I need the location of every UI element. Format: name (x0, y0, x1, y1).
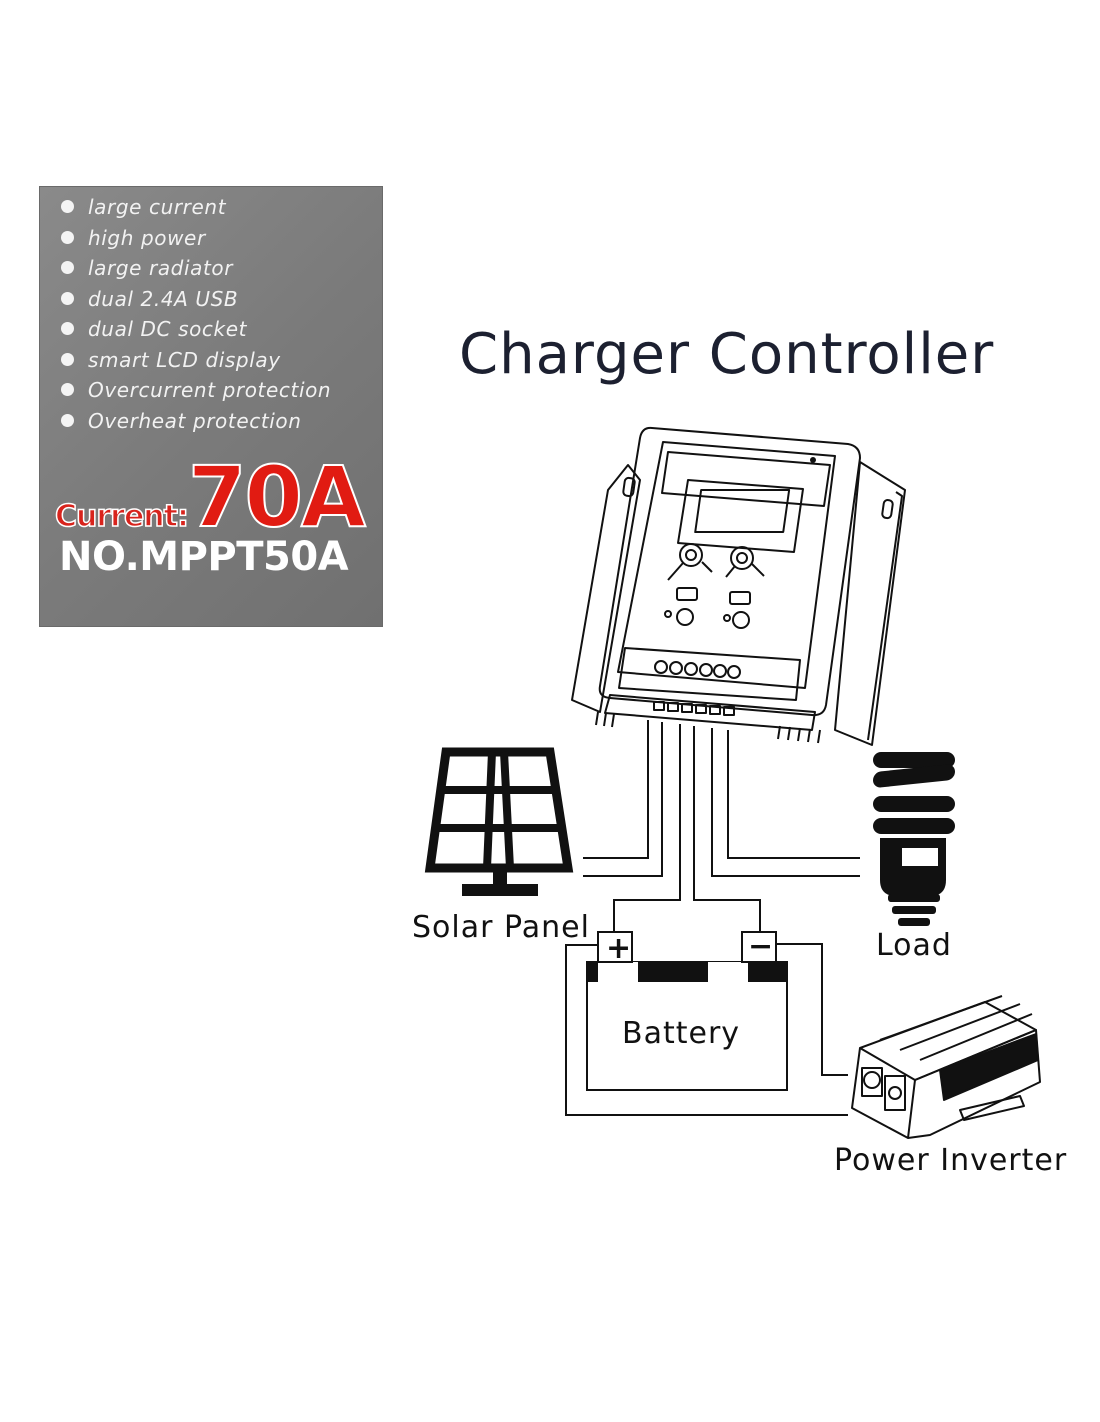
current-label: Current: (54, 498, 190, 535)
charger-controller-icon (571, 426, 906, 746)
feature-list: large current high power large radiator … (61, 192, 331, 436)
power-inverter-icon (851, 995, 1041, 1139)
bullet-dot-icon (61, 200, 74, 213)
bullet-dot-icon (61, 352, 74, 366)
bullet-dot-icon (61, 322, 74, 335)
feature-item: Overcurrent protection (61, 375, 331, 406)
feature-item: smart LCD display (61, 345, 331, 376)
bullet-dot-icon (61, 291, 74, 305)
solar-panel-icon (424, 747, 574, 896)
feature-item: high power (61, 223, 331, 254)
feature-item: dual 2.4A USB (61, 284, 331, 315)
battery-negative-sign: − (748, 929, 774, 964)
bullet-dot-icon (61, 413, 74, 427)
battery-label: Battery (622, 1016, 740, 1051)
battery-positive-sign: + (606, 931, 632, 966)
feature-item: large radiator (61, 253, 331, 284)
feature-item: dual DC socket (61, 314, 331, 345)
light-bulb-icon (873, 752, 955, 926)
wires (565, 720, 860, 1116)
features-panel: large current high power large radiator … (39, 186, 383, 627)
battery-icon (586, 931, 788, 1091)
feature-item: Overheat protection (61, 406, 331, 437)
bullet-dot-icon (61, 230, 74, 244)
power-inverter-label: Power Inverter (834, 1143, 1067, 1178)
solar-panel-label: Solar Panel (412, 910, 590, 945)
feature-item: large current (61, 192, 331, 223)
model-number: NO.MPPT50A (59, 534, 349, 580)
current-value: 70A (187, 447, 367, 547)
diagram-title: Charger Controller (459, 322, 995, 387)
bullet-dot-icon (61, 261, 74, 274)
load-label: Load (876, 928, 952, 963)
current-rating: Current:70A (54, 447, 367, 547)
bullet-dot-icon (61, 383, 74, 396)
